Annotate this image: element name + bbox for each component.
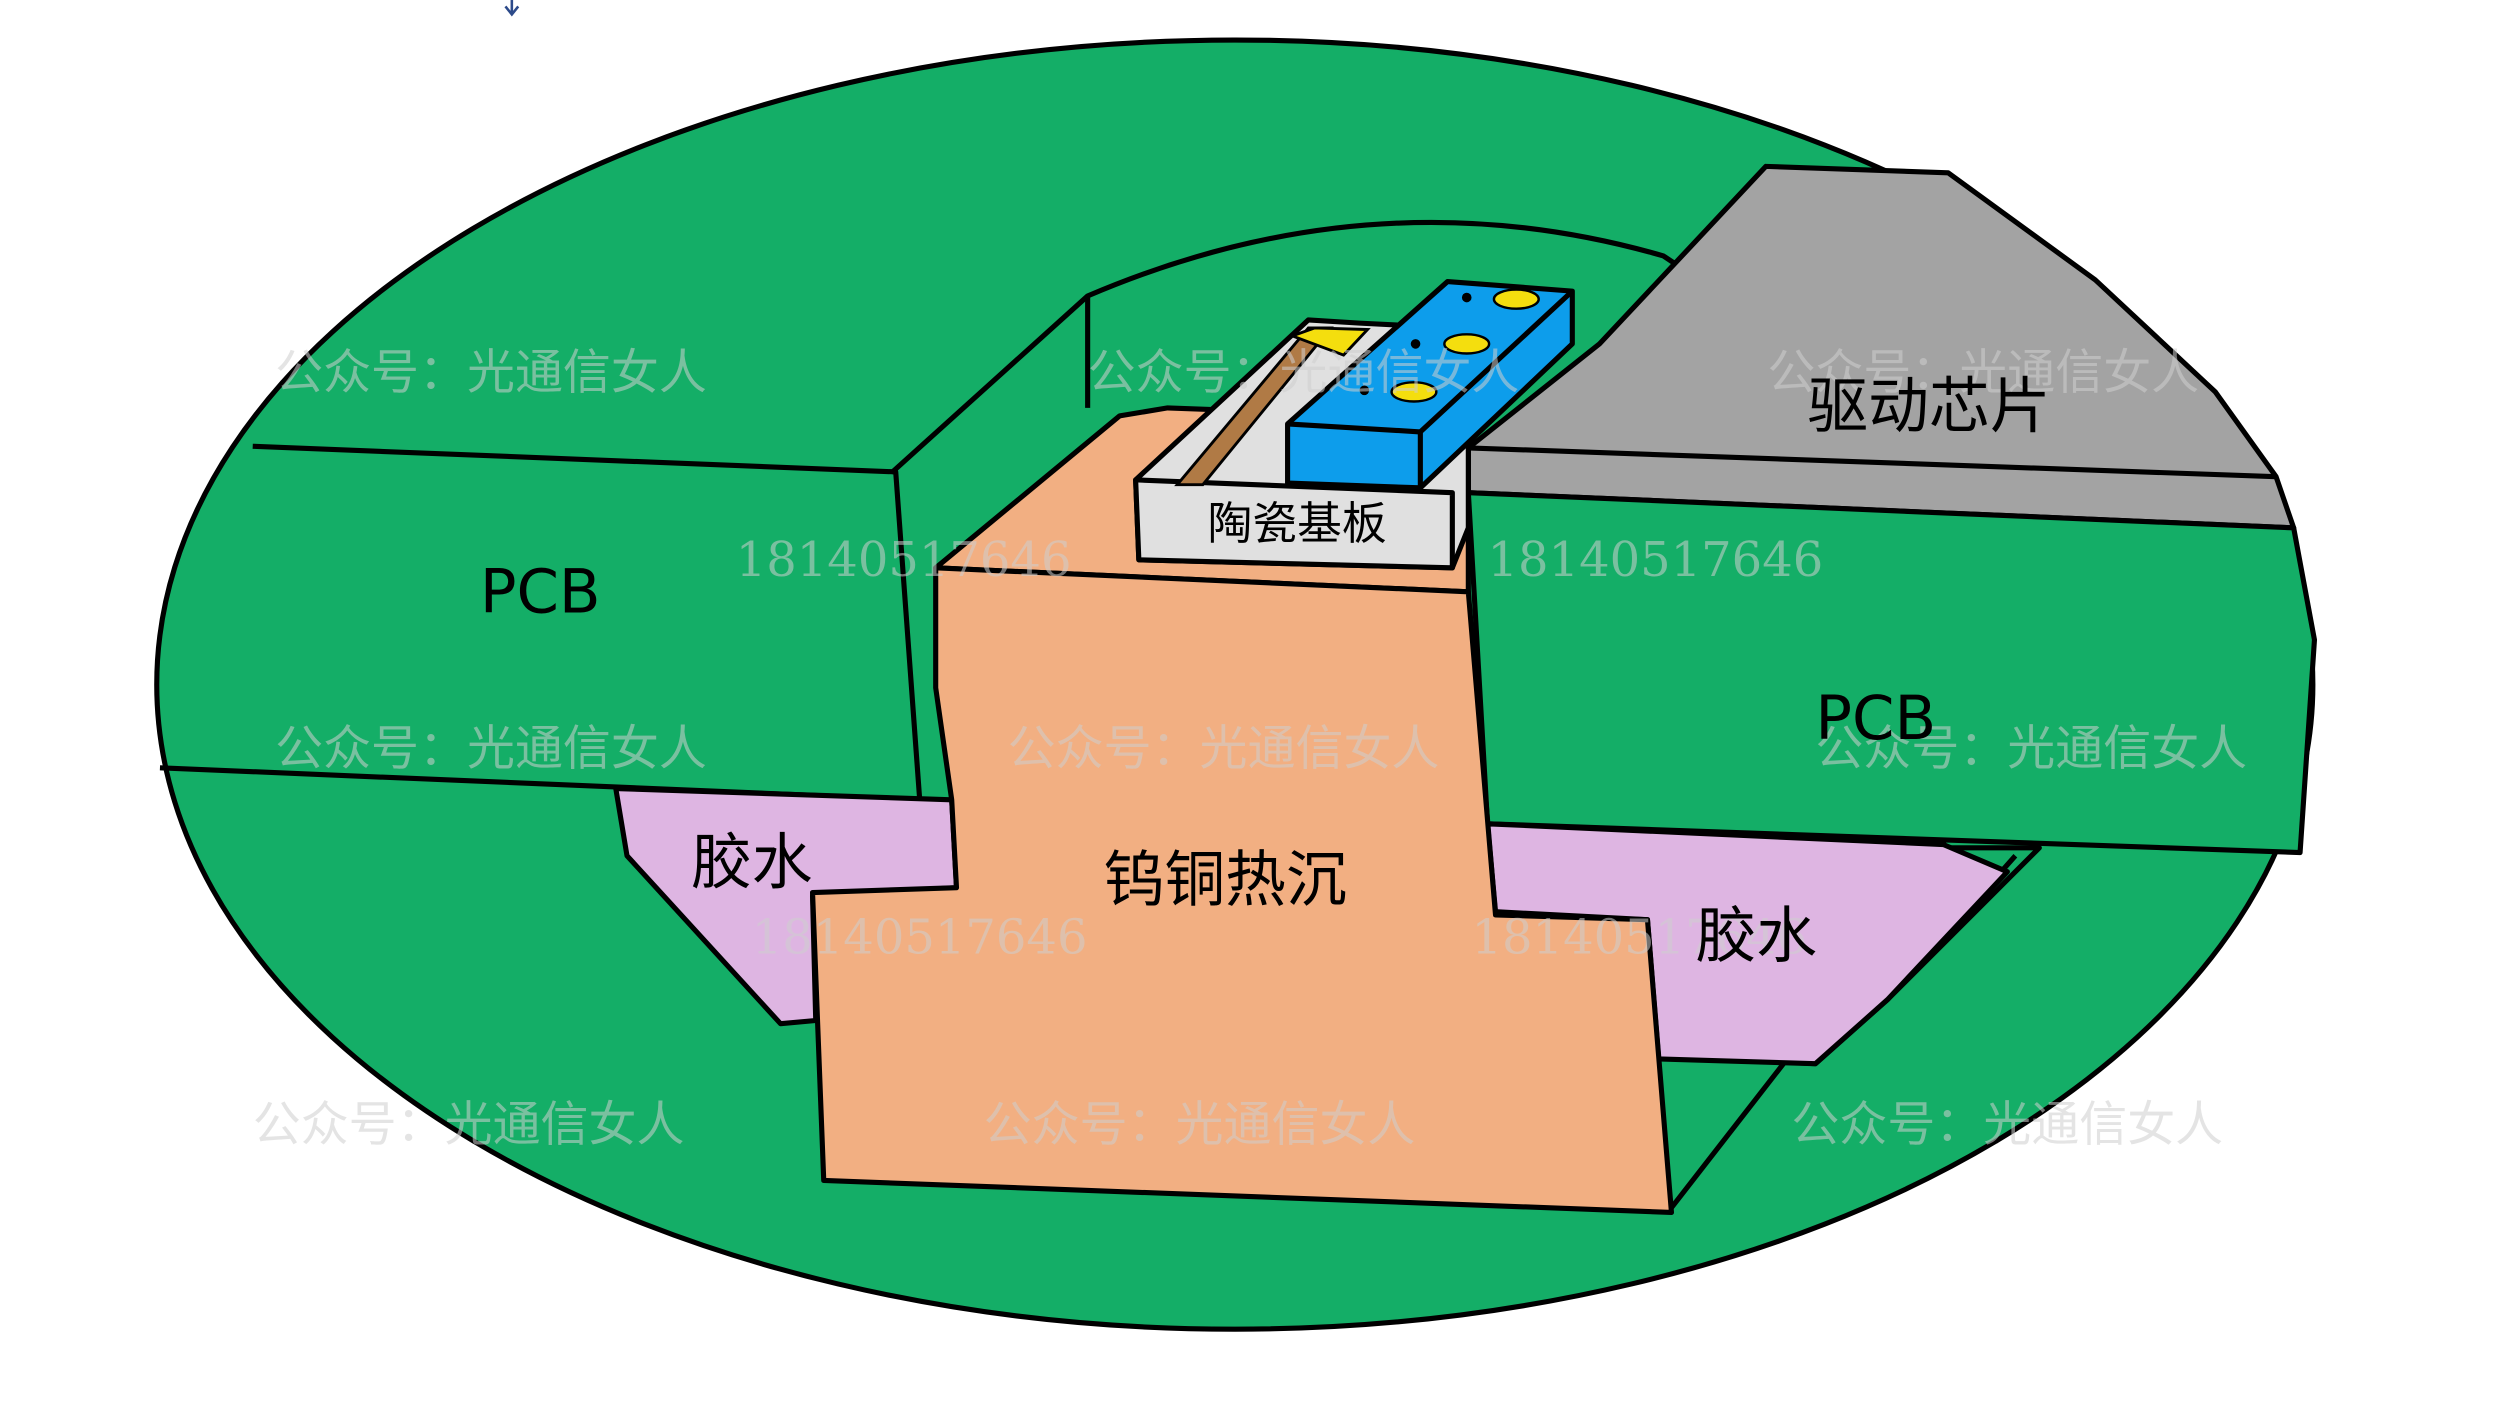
glue-left-label: 胶水 [691, 828, 813, 898]
driver-chip [1465, 163, 2297, 531]
watermark-account-2: 公众号：光通信女人 [1088, 345, 1520, 401]
watermark-phone-4: 18140517646 [1472, 909, 1808, 965]
ceramic-substrate-label: 陶瓷基板 [1208, 497, 1387, 550]
watermark-account-1: 公众号：光通信女人 [275, 345, 707, 401]
watermarks: 公众号：光通信女人 公众号：光通信女人 公众号：光通信女人 1814051764… [253, 345, 2247, 1153]
pcb-left-label: PCB [480, 558, 601, 628]
watermark-account-5: 公众号：光通信女人 [1008, 721, 1440, 777]
watermark-phone-1: 18140517646 [736, 532, 1072, 588]
driver-chip-edge [1468, 445, 2277, 480]
pcb-right-label: PCB [1815, 684, 1936, 754]
heat-sink-label: 钨铜热沉 [1104, 846, 1347, 916]
top-arrow-mark [504, 0, 520, 17]
pcb-left-block [159, 443, 923, 803]
watermark-account-4: 公众号：光通信女人 [275, 721, 707, 777]
watermark-phone-3: 18140517646 [752, 909, 1088, 965]
cavity-back-wall [890, 219, 1761, 474]
laser-chip [1285, 278, 1575, 491]
watermark-phone-2: 18140517646 [1488, 532, 1824, 588]
watermark-account-3: 公众号：光通信女人 [1767, 345, 2199, 401]
glue-right-label: 胶水 [1695, 902, 1817, 972]
watermark-account-9: 公众号：光通信女人 [1791, 1096, 2223, 1152]
driver-chip-label: 驱动芯片 [1807, 372, 2050, 442]
watermark-account-6: 公众号：光通信女人 [1815, 721, 2247, 777]
watermark-account-8: 公众号：光通信女人 [984, 1096, 1416, 1152]
watermark-account-7: 公众号：光通信女人 [253, 1096, 685, 1152]
